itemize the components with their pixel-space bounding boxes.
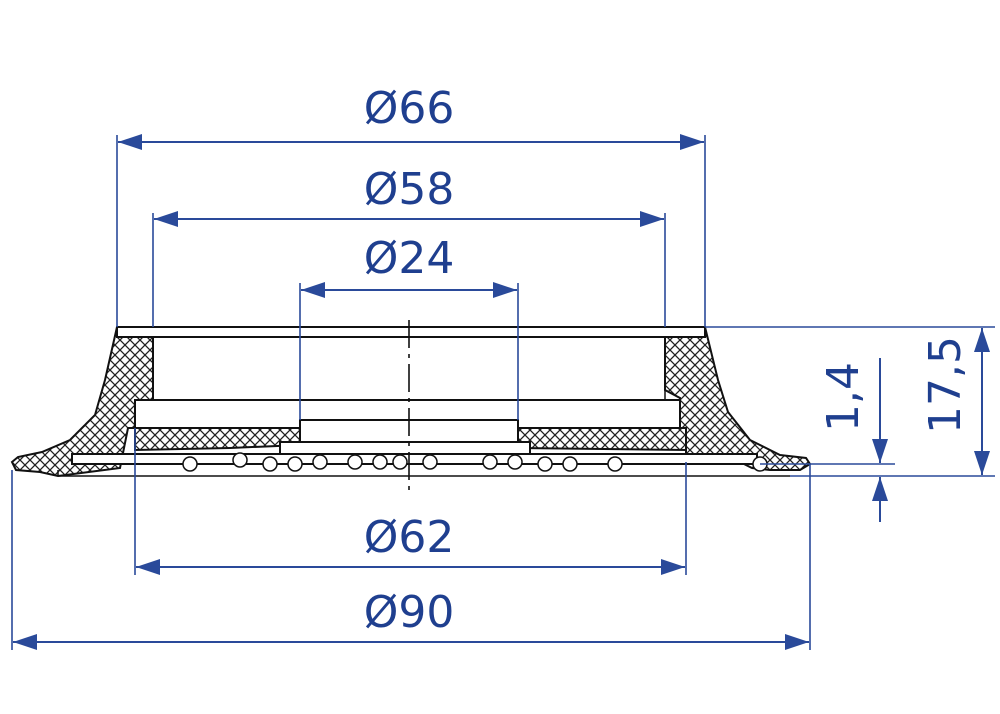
dim-label-h14: 1,4 [818, 362, 869, 432]
dim-label-d62: Ø62 [364, 512, 455, 563]
inner-band-right [517, 427, 687, 452]
bottom-bumps [182, 452, 768, 472]
dim-label-d90: Ø90 [364, 587, 455, 638]
dimensions: Ø66 Ø58 Ø24 Ø62 Ø90 17,5 1,4 [11, 83, 995, 650]
part-section [10, 320, 812, 492]
dim-label-d24: Ø24 [364, 233, 455, 284]
bottom-strip [71, 453, 758, 465]
hub-base [279, 441, 531, 455]
dim-label-d58: Ø58 [364, 164, 455, 215]
inner-band-left [134, 427, 301, 452]
top-plate [116, 326, 706, 338]
dim-label-h175: 17,5 [920, 336, 971, 434]
dim-label-d66: Ø66 [364, 83, 455, 134]
